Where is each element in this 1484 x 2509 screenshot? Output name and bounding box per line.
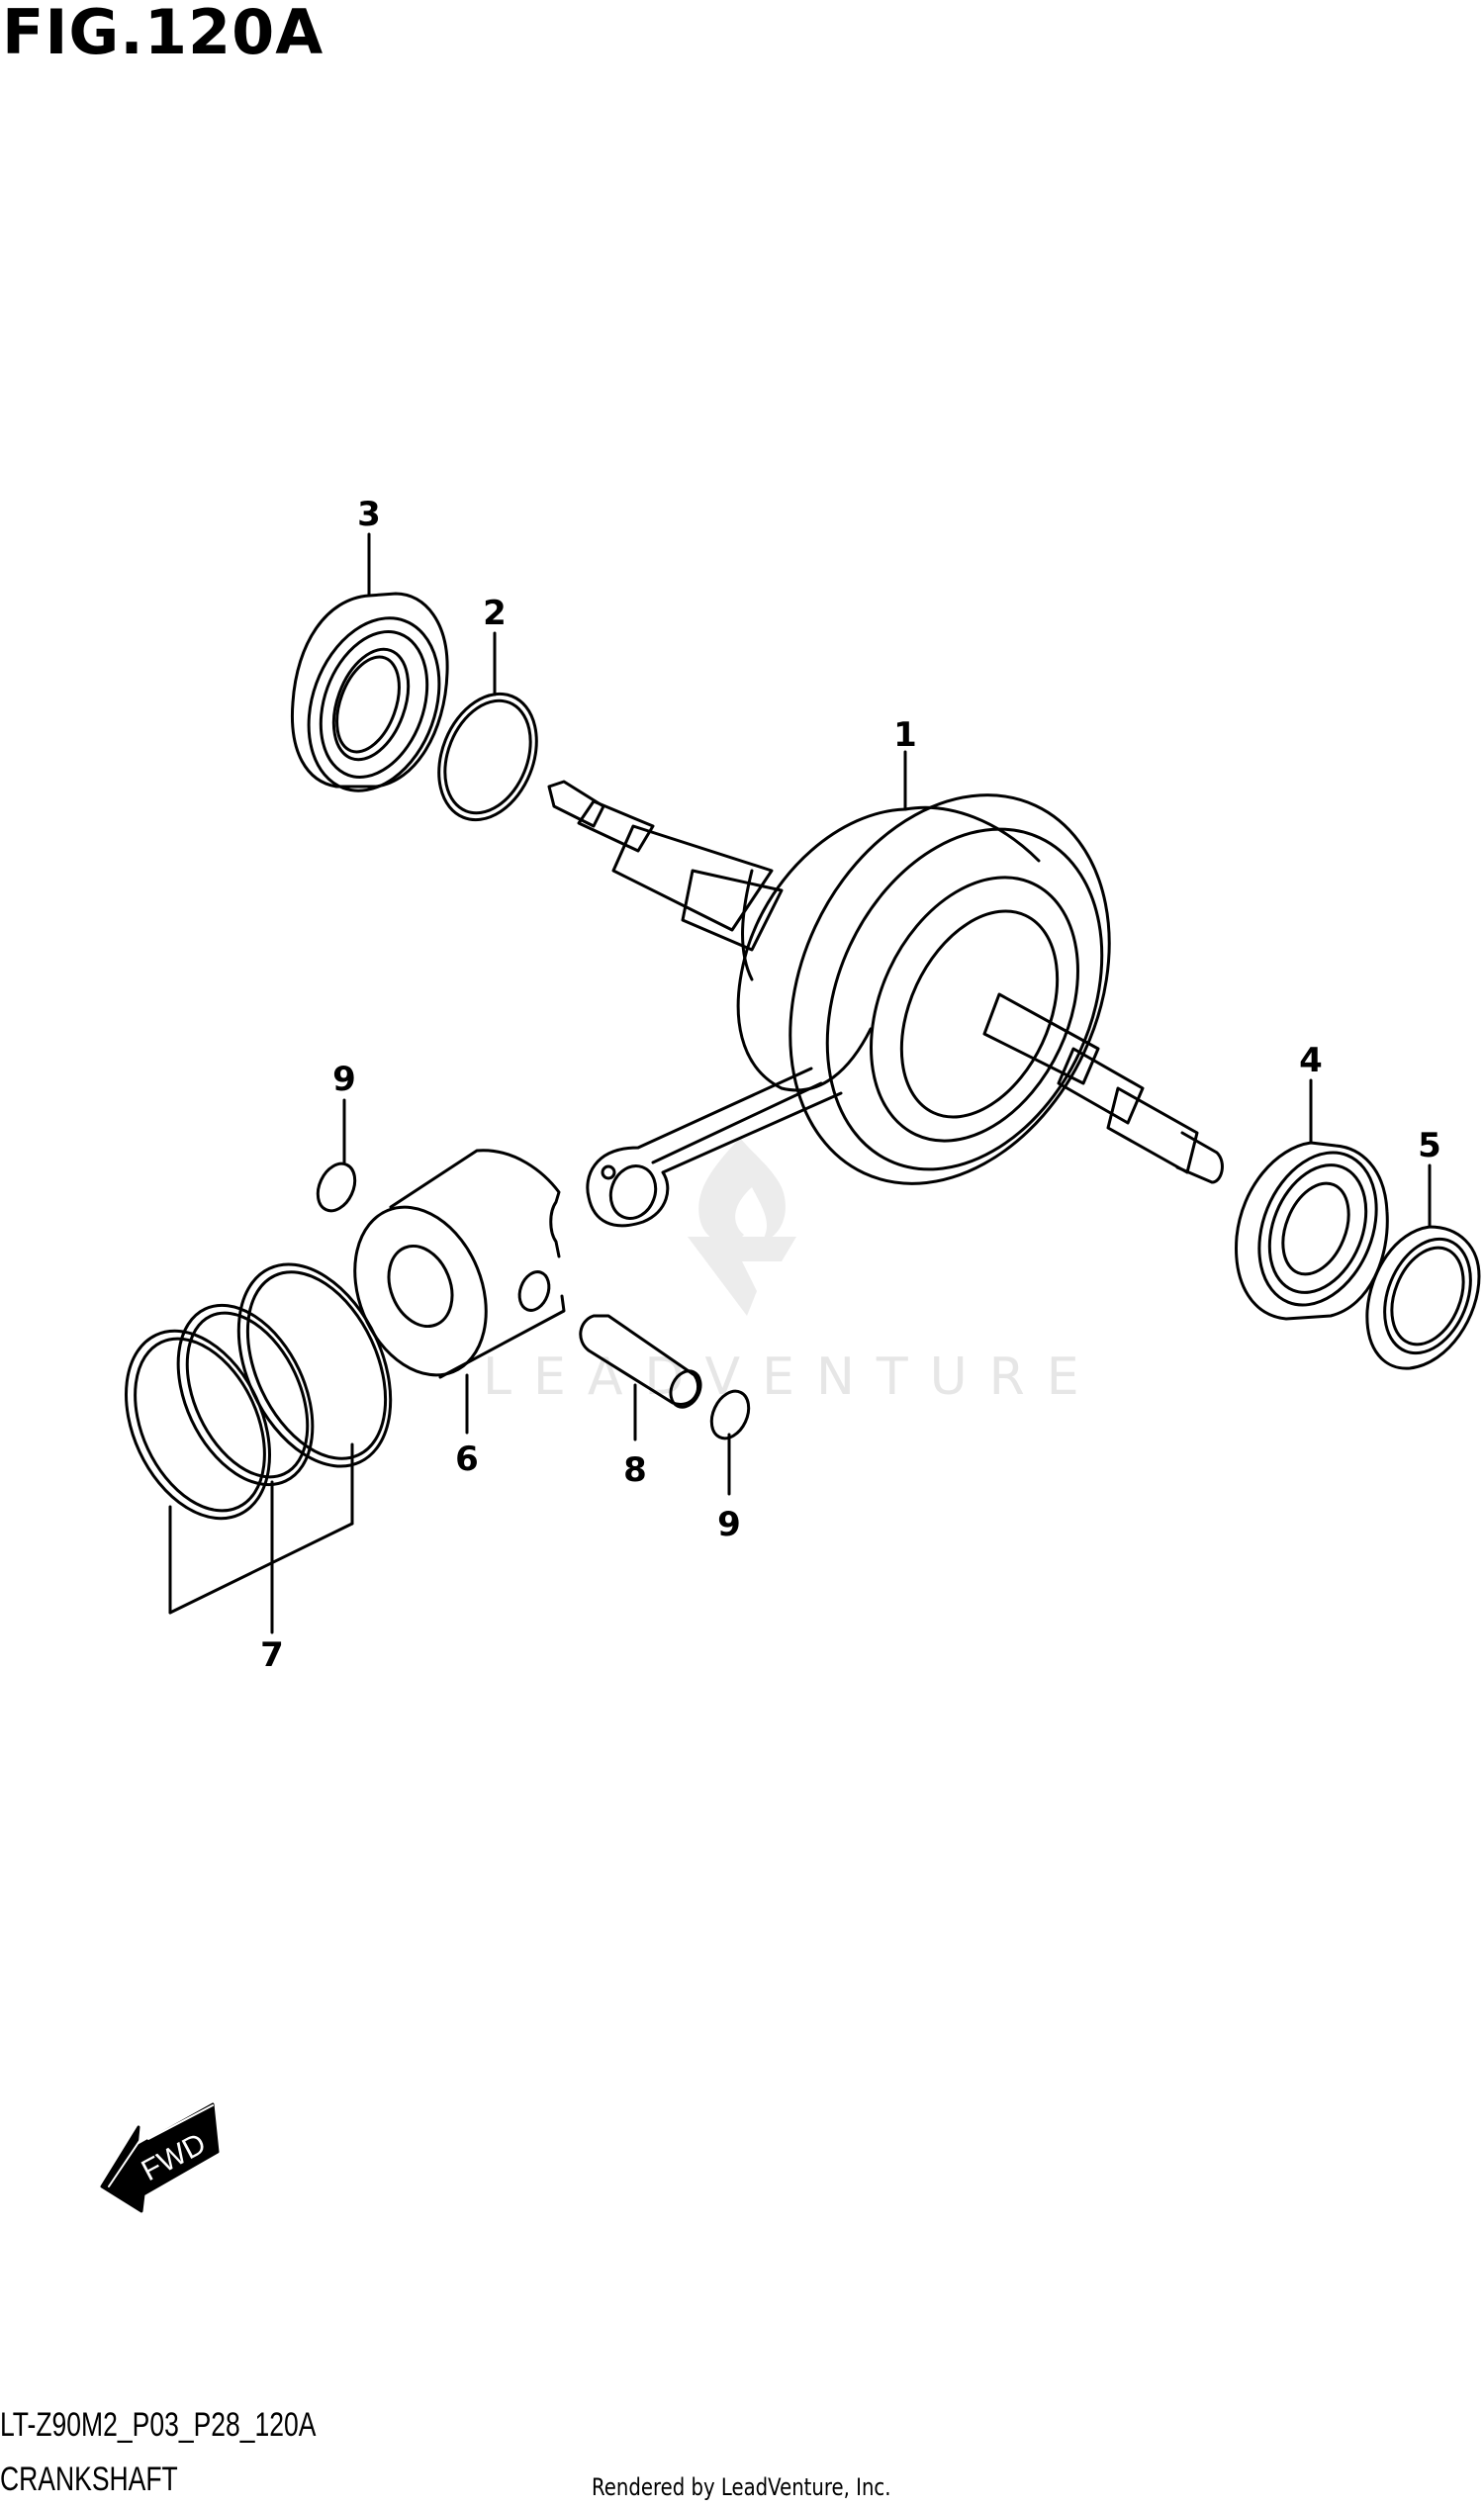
callout-9-lower[interactable]: 9: [717, 1505, 741, 1544]
render-credit: Rendered by LeadVenture, Inc.: [592, 2473, 891, 2501]
callout-5[interactable]: 5: [1418, 1126, 1441, 1165]
callout-1[interactable]: 1: [893, 715, 917, 755]
shim-ring-icon[interactable]: [421, 631, 555, 834]
figure-code: LT-Z90M2_P03_P28_120A: [0, 2406, 317, 2444]
piston-icon[interactable]: [331, 1149, 566, 1435]
callout-6[interactable]: 6: [455, 1440, 479, 1479]
fwd-arrow-icon: FWD: [100, 2102, 220, 2213]
callout-9-upper[interactable]: 9: [332, 1060, 356, 1099]
callout-4[interactable]: 4: [1299, 1041, 1323, 1080]
bearing-right-icon[interactable]: [1235, 1078, 1398, 1323]
watermark-text: LEADVENTURE: [483, 1347, 1101, 1407]
callout-8[interactable]: 8: [623, 1450, 647, 1490]
circlip-lower-icon[interactable]: [704, 1385, 756, 1496]
circlip-upper-icon[interactable]: [311, 1098, 362, 1217]
callout-2[interactable]: 2: [483, 594, 507, 633]
figure-title: FIG.120A: [2, 0, 325, 68]
piston-pin-icon[interactable]: [579, 1314, 706, 1441]
figure-name: CRANKSHAFT: [0, 2461, 178, 2498]
crankshaft-icon[interactable]: [547, 743, 1224, 1236]
bearing-left-icon[interactable]: [286, 532, 462, 809]
piston-rings-icon[interactable]: [98, 1240, 420, 1634]
oil-seal-icon[interactable]: [1365, 1163, 1484, 1370]
callout-7[interactable]: 7: [260, 1635, 284, 1675]
callout-3[interactable]: 3: [357, 495, 381, 534]
